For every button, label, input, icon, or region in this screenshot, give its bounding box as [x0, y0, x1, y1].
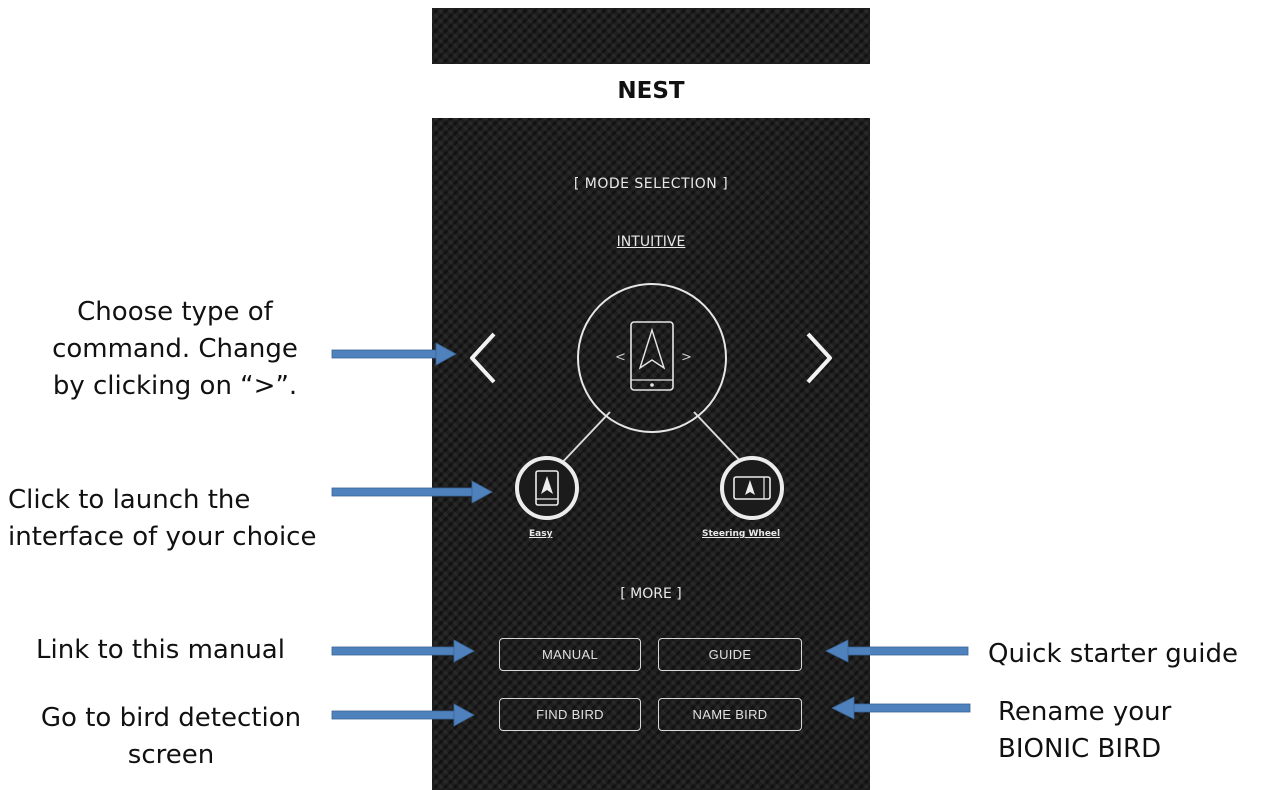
chevron-right-icon — [806, 332, 832, 384]
page-title: NEST — [617, 78, 685, 104]
easy-mode-label[interactable]: Easy — [529, 529, 553, 539]
intuitive-mode-icon[interactable]: < > — [577, 283, 727, 433]
annotation-quick-guide: Quick starter guide — [988, 639, 1238, 669]
annotation-launch-interface: Click to launch the interface of your ch… — [8, 485, 317, 552]
annotation-command-type: Choose type of command. Change by clicki… — [52, 297, 298, 401]
top-status-bar — [432, 8, 870, 64]
previous-mode-arrow[interactable] — [464, 328, 504, 388]
mode-name: INTUITIVE — [616, 234, 686, 250]
steering-wheel-mode-button[interactable] — [720, 456, 784, 520]
mode-selection-header: [ MODE SELECTION ] — [573, 176, 729, 192]
app-screen: [ MODE SELECTION ] INTUITIVE < > — [432, 118, 870, 790]
more-header: [ MORE ] — [620, 586, 682, 602]
annotation-manual-link: Link to this manual — [36, 635, 285, 665]
annotation-bird-detection: Go to bird detection screen — [40, 703, 302, 770]
easy-mode-button[interactable] — [515, 456, 579, 520]
find-bird-button[interactable]: FIND BIRD — [499, 698, 641, 731]
name-bird-button[interactable]: NAME BIRD — [658, 698, 802, 731]
manual-button[interactable]: MANUAL — [499, 638, 641, 671]
steering-wheel-mode-label[interactable]: Steering Wheel — [702, 529, 781, 539]
phone-left-chevron: < — [615, 350, 626, 365]
annotation-rename-bird: Rename your BIONIC BIRD — [998, 697, 1172, 764]
phone-right-chevron: > — [681, 350, 692, 365]
guide-button[interactable]: GUIDE — [658, 638, 802, 671]
next-mode-arrow[interactable] — [798, 328, 838, 388]
chevron-left-icon — [470, 332, 496, 384]
mode-diagram: < > — [515, 283, 784, 520]
